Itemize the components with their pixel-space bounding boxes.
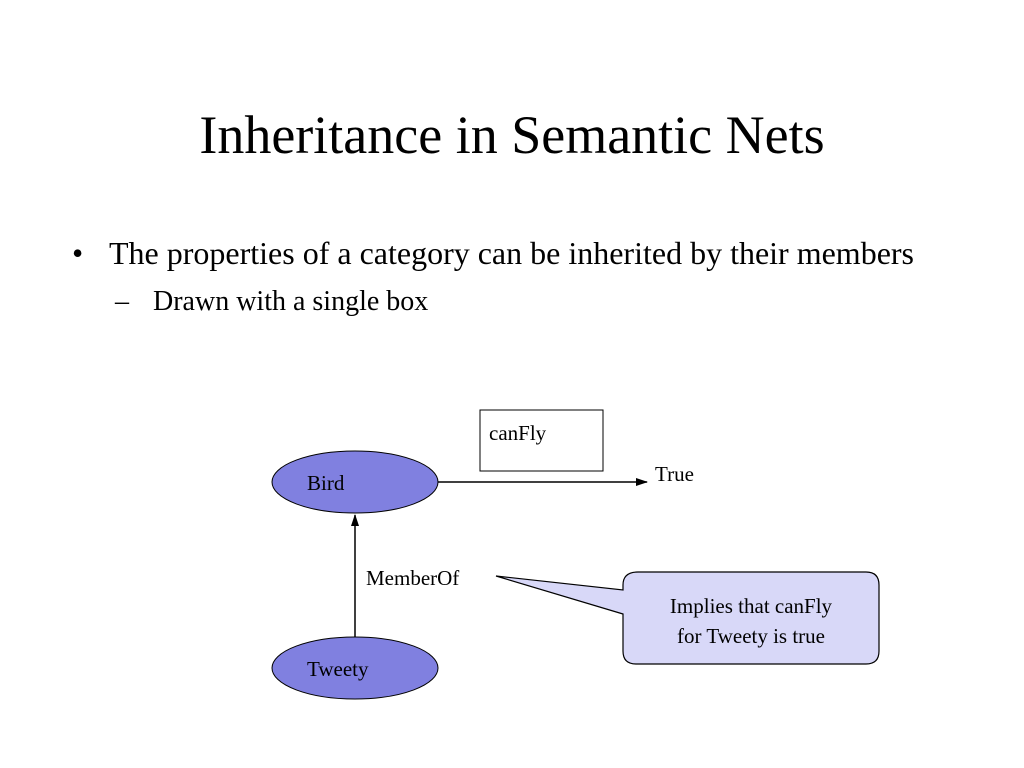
sub-bullet-item: – Drawn with a single box [109, 282, 926, 322]
value-label: True [655, 462, 694, 486]
property-box-label: canFly [489, 421, 547, 445]
bullet-text: The properties of a category can be inhe… [109, 235, 914, 271]
sub-bullet-marker: – [115, 286, 129, 317]
member-of-label: MemberOf [366, 566, 459, 590]
property-box [479, 409, 604, 472]
callout-line-2: for Tweety is true [677, 624, 825, 648]
bird-node [271, 450, 439, 514]
bullet-item: • The properties of a category can be in… [66, 231, 926, 322]
bird-node-label: Bird [307, 471, 345, 495]
callout-line-1: Implies that canFly [670, 594, 833, 618]
callout-bubble [495, 571, 880, 665]
tweety-node [271, 636, 439, 700]
sub-bullet-list: – Drawn with a single box [109, 282, 926, 322]
slide-title: Inheritance in Semantic Nets [199, 105, 825, 165]
bullet-marker: • [72, 235, 84, 271]
tweety-node-label: Tweety [307, 657, 369, 681]
bullet-list: • The properties of a category can be in… [66, 231, 926, 322]
sub-bullet-text: Drawn with a single box [153, 286, 429, 317]
